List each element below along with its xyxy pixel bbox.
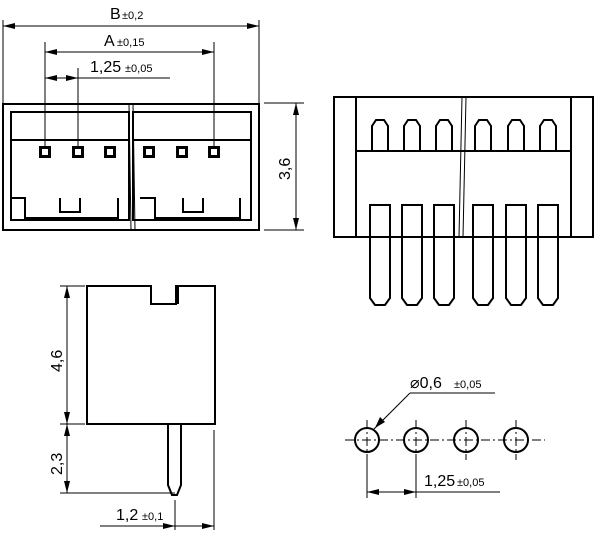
side-view: 4,6 2,3 1,2 ±0,1 <box>49 285 216 530</box>
dimension-body-height-label: 4,6 <box>49 350 66 372</box>
dimension-pitch-top-tolerance: ±0,05 <box>125 63 152 75</box>
dimension-pitch-top: 1,25 ±0,05 <box>45 59 170 81</box>
dimension-a-tolerance: ±0,15 <box>117 37 144 49</box>
side-view-body <box>86 285 216 425</box>
dimension-height-front: 3,6 <box>277 103 299 230</box>
top-view <box>333 96 594 306</box>
dimension-b-tolerance: ±0,2 <box>122 10 143 22</box>
dimension-pin-length: 2,3 <box>49 424 70 493</box>
dimension-body-height: 4,6 <box>49 286 70 424</box>
side-view-pin <box>167 424 182 496</box>
top-view-upper-pins <box>371 119 557 150</box>
dimension-a: A ±0,15 <box>45 33 214 55</box>
dimension-pitch-holes-label: 1,25 <box>424 473 455 490</box>
dimension-b: B ±0,2 <box>3 6 259 29</box>
dimension-hole-diameter: ⌀0,6 ±0,05 <box>372 375 495 431</box>
dimension-hole-diameter-label: ⌀0,6 <box>410 375 442 392</box>
pcb-hole <box>453 427 479 453</box>
dimension-pin-length-label: 2,3 <box>49 453 66 475</box>
front-contacts <box>39 146 220 158</box>
pcb-hole <box>503 427 529 453</box>
dimension-a-label: A <box>104 33 115 50</box>
pcb-hole <box>403 427 429 453</box>
dimension-height-front-label: 3,6 <box>277 158 294 180</box>
hole-pattern: ⌀0,6 ±0,05 1,25 ±0,05 <box>345 375 545 498</box>
dimension-pin-offset-tolerance: ±0,1 <box>142 511 163 523</box>
dimension-pin-offset: 1,2 ±0,1 <box>100 507 214 529</box>
top-view-housing <box>333 96 594 238</box>
front-view: B ±0,2 A ±0,15 1,25 ±0,05 3,6 <box>2 6 304 231</box>
dimension-hole-diameter-tolerance: ±0,05 <box>454 379 481 391</box>
top-view-lower-pins <box>369 205 559 306</box>
front-connector-body <box>2 103 260 231</box>
pcb-hole <box>354 427 380 453</box>
dimension-pitch-holes-tolerance: ±0,05 <box>457 477 484 489</box>
top-view-pin-bases <box>369 204 559 238</box>
dimension-b-label: B <box>110 6 121 23</box>
dimension-pin-offset-label: 1,2 <box>116 507 138 524</box>
dimension-pitch-holes: 1,25 ±0,05 <box>366 455 500 498</box>
dimension-pitch-top-label: 1,25 <box>90 59 121 76</box>
